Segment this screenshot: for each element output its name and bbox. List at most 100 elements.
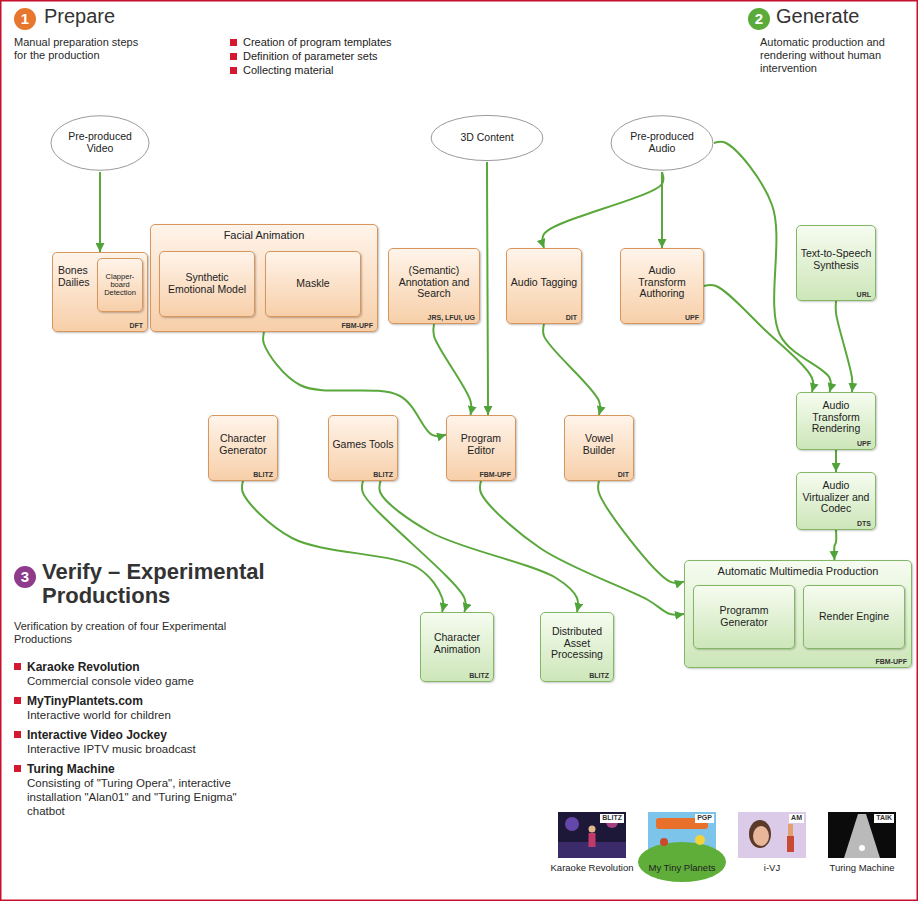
thumbnail-caption: Karaoke Revolution [542, 862, 642, 873]
thumbnail-caption: Turing Machine [812, 862, 912, 873]
box-label: Character Animation [424, 632, 490, 656]
singer-head [589, 826, 596, 833]
presenter-hair [749, 820, 771, 848]
box-label: Games Tools [332, 439, 394, 451]
process-box: Synthetic Emotional Model [159, 251, 255, 317]
box-label: Programm Generator [697, 605, 791, 629]
partner-code: BLITZ [589, 672, 609, 679]
process-box: Character GeneratorBLITZ [208, 415, 278, 481]
box-label: Bones Dailies [58, 265, 96, 289]
process-box: Audio Transform AuthoringUPF [620, 248, 704, 324]
group-title: Facial Animation [151, 229, 377, 241]
source-oval: Pre-produced Video [50, 114, 150, 172]
bullet-item: MyTinyPlantets.com [14, 694, 143, 708]
step-description: Manual preparation steps for the product… [14, 36, 154, 62]
bullet-note: Interactive IPTV music broadcast [27, 743, 196, 757]
box-label: Distributed Asset Processing [544, 626, 610, 662]
flow-arrow [480, 481, 684, 615]
box-label: Audio Transform Authoring [624, 265, 700, 301]
process-box: Character AnimationBLITZ [420, 612, 494, 682]
flow-arrow [362, 481, 465, 612]
oval-shape [611, 116, 713, 171]
flow-arrow [433, 324, 471, 415]
box-label: Program Editor [450, 433, 512, 457]
process-box: (Semantic) Annotation and SearchJRS, LFU… [388, 248, 480, 324]
partner-code: BLITZ [253, 471, 273, 478]
source-oval: 3D Content [430, 114, 544, 162]
process-box: Clapper-board Detection [97, 258, 143, 312]
dancer-figure [787, 836, 794, 852]
box-label: Text-to-Speech Synthesis [800, 248, 872, 272]
bullet-item: Creation of program templates [230, 36, 392, 48]
flow-arrow [543, 324, 600, 415]
step-description: Automatic production and rendering witho… [760, 36, 888, 76]
partner-code: UPF [857, 440, 871, 447]
production-thumbnail: TAIKTuring Machine [818, 812, 906, 878]
process-box: Text-to-Speech SynthesisURL [796, 225, 876, 301]
box-label: Audio Tagging [510, 277, 578, 289]
step-number: 3 [14, 566, 36, 588]
box-label: Maskle [269, 278, 357, 290]
step-heading: Generate [776, 5, 859, 28]
source-label: 3D Content [442, 132, 532, 144]
screenshot-ground [738, 812, 806, 858]
flow-arrow [99, 172, 101, 252]
process-box: Programm Generator [693, 585, 795, 649]
process-box: Render Engine [803, 585, 905, 649]
oval-shape [431, 115, 543, 160]
thumbnail-caption: My Tiny Planets [632, 862, 732, 873]
planet-figure [695, 835, 705, 845]
step-number: 1 [14, 8, 36, 30]
flow-arrow [834, 530, 836, 560]
process-box: Audio Virtualizer and CodecDTS [796, 472, 876, 530]
process-box: Maskle [265, 251, 361, 317]
box-label: (Semantic) Annotation and Search [392, 265, 476, 301]
box-label: Render Engine [807, 611, 901, 623]
box-label: Clapper-board Detection [101, 273, 139, 298]
box-label: Audio Virtualizer and Codec [800, 480, 872, 516]
screenshot-ground [558, 812, 626, 858]
partner-code: BLITZ [373, 471, 393, 478]
presenter-face [753, 826, 769, 846]
partner-code: BLITZ [469, 672, 489, 679]
box-label: Audio Transform Rendering [800, 400, 872, 436]
flow-arrow [487, 162, 488, 415]
dancer-figure [788, 824, 793, 836]
bullet-item: Turing Machine [14, 762, 115, 776]
step-heading: Verify – Experimental Productions [42, 560, 342, 608]
partner-code: FBM-UPF [876, 658, 908, 665]
box-label: Character Generator [212, 433, 274, 457]
flow-arrow [836, 301, 853, 392]
flow-arrow [242, 481, 443, 612]
group-title: Automatic Multimedia Production [685, 565, 911, 577]
bullet-item: Karaoke Revolution [14, 660, 140, 674]
bullet-note: Interactive world for children [27, 709, 171, 723]
partner-tag: TAIK [874, 814, 894, 823]
group-box: Facial AnimationFBM-UPFSynthetic Emotion… [150, 224, 378, 332]
partner-tag: BLITZ [600, 814, 624, 823]
partner-code: JRS, LFUI, UG [428, 314, 475, 321]
source-label: Pre-produced Video [62, 131, 138, 155]
flow-arrow [543, 172, 664, 248]
process-box: Audio Transform RenderingUPF [796, 392, 876, 450]
performer [859, 845, 865, 851]
screenshot-ground [828, 812, 896, 858]
partner-code: DIT [566, 314, 577, 321]
ivj-screenshot [738, 812, 806, 858]
karaoke-screenshot [558, 812, 626, 858]
bullet-item: Definition of parameter sets [230, 50, 378, 62]
oval-shape [51, 116, 149, 171]
production-thumbnail: AMi-VJ [728, 812, 816, 878]
production-thumbnail: PGPMy Tiny Planets [638, 812, 726, 878]
turing-screenshot [828, 812, 896, 858]
partner-code: FBM-UPF [480, 471, 512, 478]
region-fill [0, 540, 918, 901]
process-box: Games ToolsBLITZ [328, 415, 398, 481]
production-thumbnail: BLITZKaraoke Revolution [548, 812, 636, 878]
bullet-item: Interactive Video Jockey [14, 728, 167, 742]
bullet-item: Collecting material [230, 64, 333, 76]
process-box: Program EditorFBM-UPF [446, 415, 516, 481]
partner-code: URL [857, 291, 871, 298]
bullet-note: Commercial console video game [27, 675, 194, 689]
